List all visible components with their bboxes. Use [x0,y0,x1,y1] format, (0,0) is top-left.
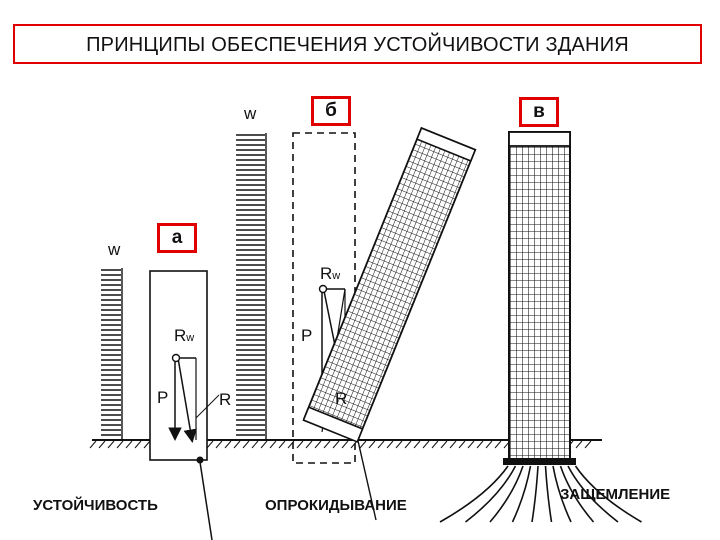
page-title: ПРИНЦИПЫ ОБЕСПЕЧЕНИЯ УСТОЙЧИВОСТИ ЗДАНИЯ [86,34,629,56]
wind-label-a: w [108,240,121,259]
resultant-label-b: Rw [320,264,341,283]
panel-tag-a: а [157,223,197,253]
reaction-label-b: R [335,389,348,408]
title-frame: ПРИНЦИПЫ ОБЕСПЕЧЕНИЯ УСТОЙЧИВОСТИ ЗДАНИЯ [13,24,702,64]
caption-clamping: ЗАЩЕМЛЕНИЕ [560,486,671,503]
panel-tag-b: б [311,96,351,126]
caption-overturning: ОПРОКИДЫВАНИЕ [265,497,407,514]
wind-label-b: w [244,104,257,123]
building-a [149,270,220,540]
weight-label-a: P [157,388,169,407]
wind-load-profile-a [101,268,123,440]
building-c [439,131,642,523]
panel-tag-c: в [519,97,559,127]
weight-label-b: P [301,326,313,345]
toppling-building [302,126,477,443]
wind-load-profile-b [236,133,267,440]
caption-stability: УСТОЙЧИВОСТЬ [33,497,158,514]
reaction-label-a: R [219,390,232,409]
resultant-label-a: Rw [174,326,195,345]
